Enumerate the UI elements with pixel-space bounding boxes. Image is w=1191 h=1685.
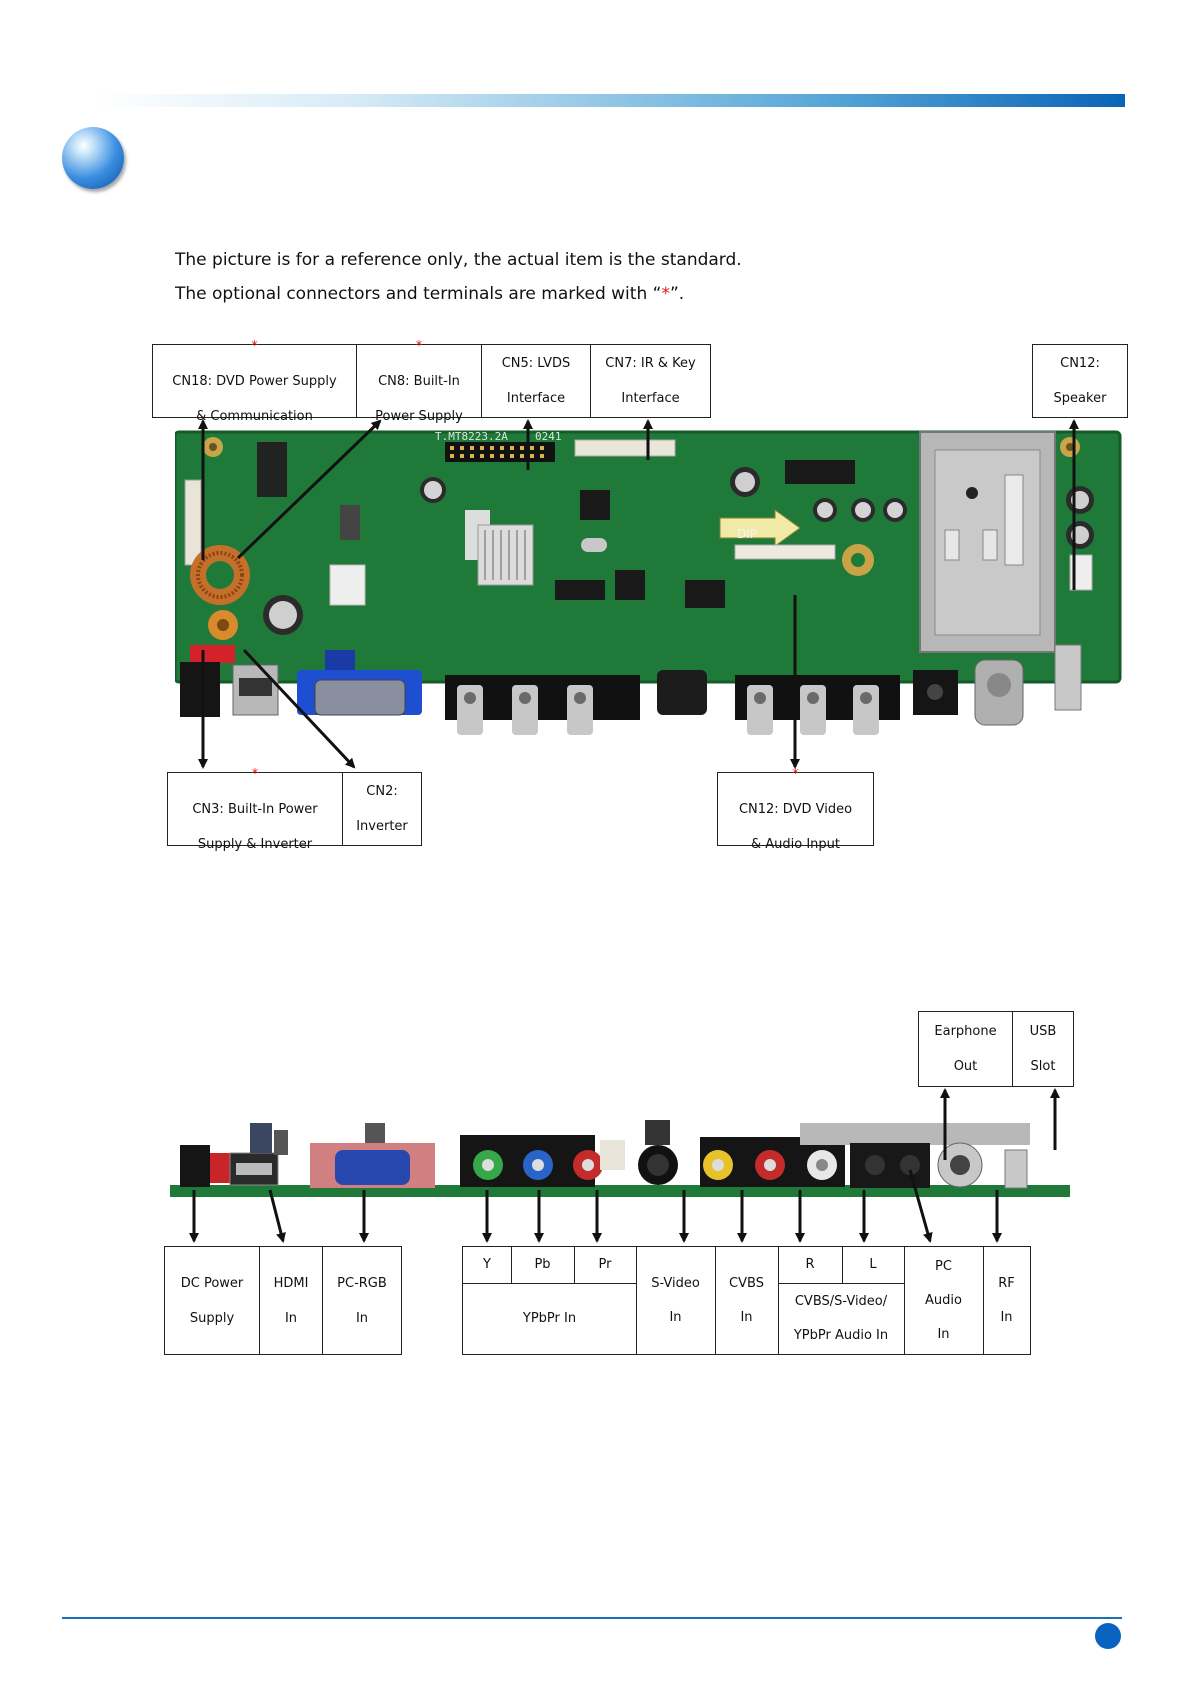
page-dot-icon [1095,1623,1121,1649]
label-cn7-line2: Interface [621,391,680,406]
label-cn7: CN7: IR & Key Interface [590,345,710,417]
label-cvbs-line2: In [740,1309,753,1325]
label-cn5-line2: Interface [506,391,566,406]
label-pcaudio-line2: Audio [925,1292,962,1308]
header-gradient-bar [95,94,1125,107]
label-usb-line1: USB [1029,1024,1057,1039]
label-cn12-dvd-line2: & Audio Input [750,836,840,852]
section-orb-icon [62,127,124,189]
label-dc-line1: DC Power [180,1275,244,1291]
label-pb: Pb [534,1257,551,1272]
footer-rule [62,1617,1122,1619]
label-cvbs-in: CVBS In [715,1247,778,1354]
label-ypbpr-in: YPbPr In [522,1310,577,1326]
label-dc-line2: Supply [189,1310,235,1326]
bottom-label-row-left: * CN3: Built-In Power Supply & Inverter C… [167,767,422,852]
top-label-row-left: *CN18: DVD Power Supply & Communication … [152,339,711,424]
note-reference-only: The picture is for a reference only, the… [175,250,742,270]
label-pcaudio-line3: In [937,1326,950,1342]
label-earphone-line1: Earphone [934,1024,997,1039]
note-text: The optional connectors and terminals ar… [175,284,662,304]
label-pc-audio-in: PC Audio In [904,1247,983,1354]
label-cn2: CN2: Inverter [342,773,421,845]
label-svideo-in: S-Video In [636,1247,715,1354]
label-grid-av-inputs: Y Pb Pr YPbPr In S-Video In CVBS In R L … [462,1246,1031,1355]
label-cn12-dvd-line1: * CN12: DVD Video [739,757,852,827]
optional-star: * [415,338,423,354]
label-cn12-dvd-text: CN12: DVD Video [738,801,853,817]
label-row-earphone-usb: Earphone Out USB Slot [918,1011,1074,1087]
label-usb-slot: USB Slot [1012,1012,1073,1086]
label-rf-line2: In [1000,1309,1013,1325]
mainboard-top-view: DIP T.MT8223.2A 0241 [175,430,1125,760]
label-cn7-line1: CN7: IR & Key [605,356,696,371]
label-row-power-video: DC Power Supply HDMI In PC-RGB In [164,1246,402,1355]
label-audio-r: R [805,1257,815,1272]
label-cn5-line1: CN5: LVDS [501,356,571,371]
label-y: Y [483,1257,491,1272]
optional-star: * [792,766,799,782]
label-cn2-line1: CN2: [366,784,398,799]
label-cn3: * CN3: Built-In Power Supply & Inverter [168,767,342,852]
star-marker: * [661,284,670,304]
label-usb-line2: Slot [1030,1059,1056,1074]
label-cn3-line1: * CN3: Built-In Power [192,757,317,827]
label-pcaudio-line1: PC [935,1258,952,1274]
label-dc-power: DC Power Supply [165,1247,259,1354]
label-earphone-line2: Out [953,1059,978,1074]
note-optional-marked: The optional connectors and terminals ar… [175,277,742,311]
label-cn18: * CN18: DVD Power Supply & Communication [153,339,356,424]
label-hdmi-line1: HDMI [273,1275,309,1291]
label-cn12-speaker: CN12: Speaker [1033,345,1127,417]
label-hdmi-line2: In [284,1310,298,1326]
label-cn8: * CN8: Built-In Power Supply [356,339,481,424]
top-label-speaker: CN12: Speaker [1032,344,1128,418]
label-pcrgb-line2: In [355,1310,369,1326]
mainboard-front-view [170,1105,1070,1200]
label-audio-line2: YPbPr Audio In [793,1327,889,1343]
label-cn3-line2: Supply & Inverter [197,836,313,852]
dip-marking: DIP [737,527,757,541]
bottom-label-dvd: * CN12: DVD Video & Audio Input [717,767,874,852]
label-svideo-line2: In [669,1309,682,1325]
label-cn12-speaker-line2: Speaker [1053,391,1107,406]
label-cvbs-line1: CVBS [729,1275,764,1291]
label-earphone-out: Earphone Out [919,1012,1012,1086]
label-audio-line1: CVBS/S-Video/ [794,1293,888,1309]
label-cn18-text: CN18: DVD Power Supply [172,373,337,389]
label-pc-rgb-in: PC-RGB In [322,1247,401,1354]
reference-notes: The picture is for a reference only, the… [175,243,742,311]
label-cn12-dvd: * CN12: DVD Video & Audio Input [718,767,873,852]
pcb-marking-2: 0241 [535,430,562,443]
label-cn8-line1: * CN8: Built-In [378,329,460,399]
label-rf-in: RF In [983,1247,1030,1354]
label-rf-line1: RF [998,1275,1015,1291]
pcb-marking: T.MT8223.2A [435,430,508,443]
label-cn3-text: CN3: Built-In Power [192,801,318,817]
label-cn18-line1: * CN18: DVD Power Supply [172,329,336,399]
optional-star: * [251,338,258,354]
label-cn8-text: CN8: Built-In [378,373,460,389]
label-cn8-line2: Power Supply [375,408,463,424]
label-cn18-line2: & Communication [196,408,313,424]
label-cn12-speaker-line1: CN12: [1060,356,1100,371]
optional-star: * [251,766,259,782]
note-text-end: ”. [669,284,685,304]
label-cn5: CN5: LVDS Interface [481,345,590,417]
label-pcrgb-line1: PC-RGB [337,1275,387,1291]
label-audio-in: CVBS/S-Video/ YPbPr Audio In [778,1283,904,1354]
label-pr: Pr [598,1257,612,1272]
label-cn2-line2: Inverter [356,819,408,834]
label-svideo-line1: S-Video [651,1275,700,1291]
label-hdmi-in: HDMI In [259,1247,322,1354]
label-audio-l: L [869,1257,877,1272]
